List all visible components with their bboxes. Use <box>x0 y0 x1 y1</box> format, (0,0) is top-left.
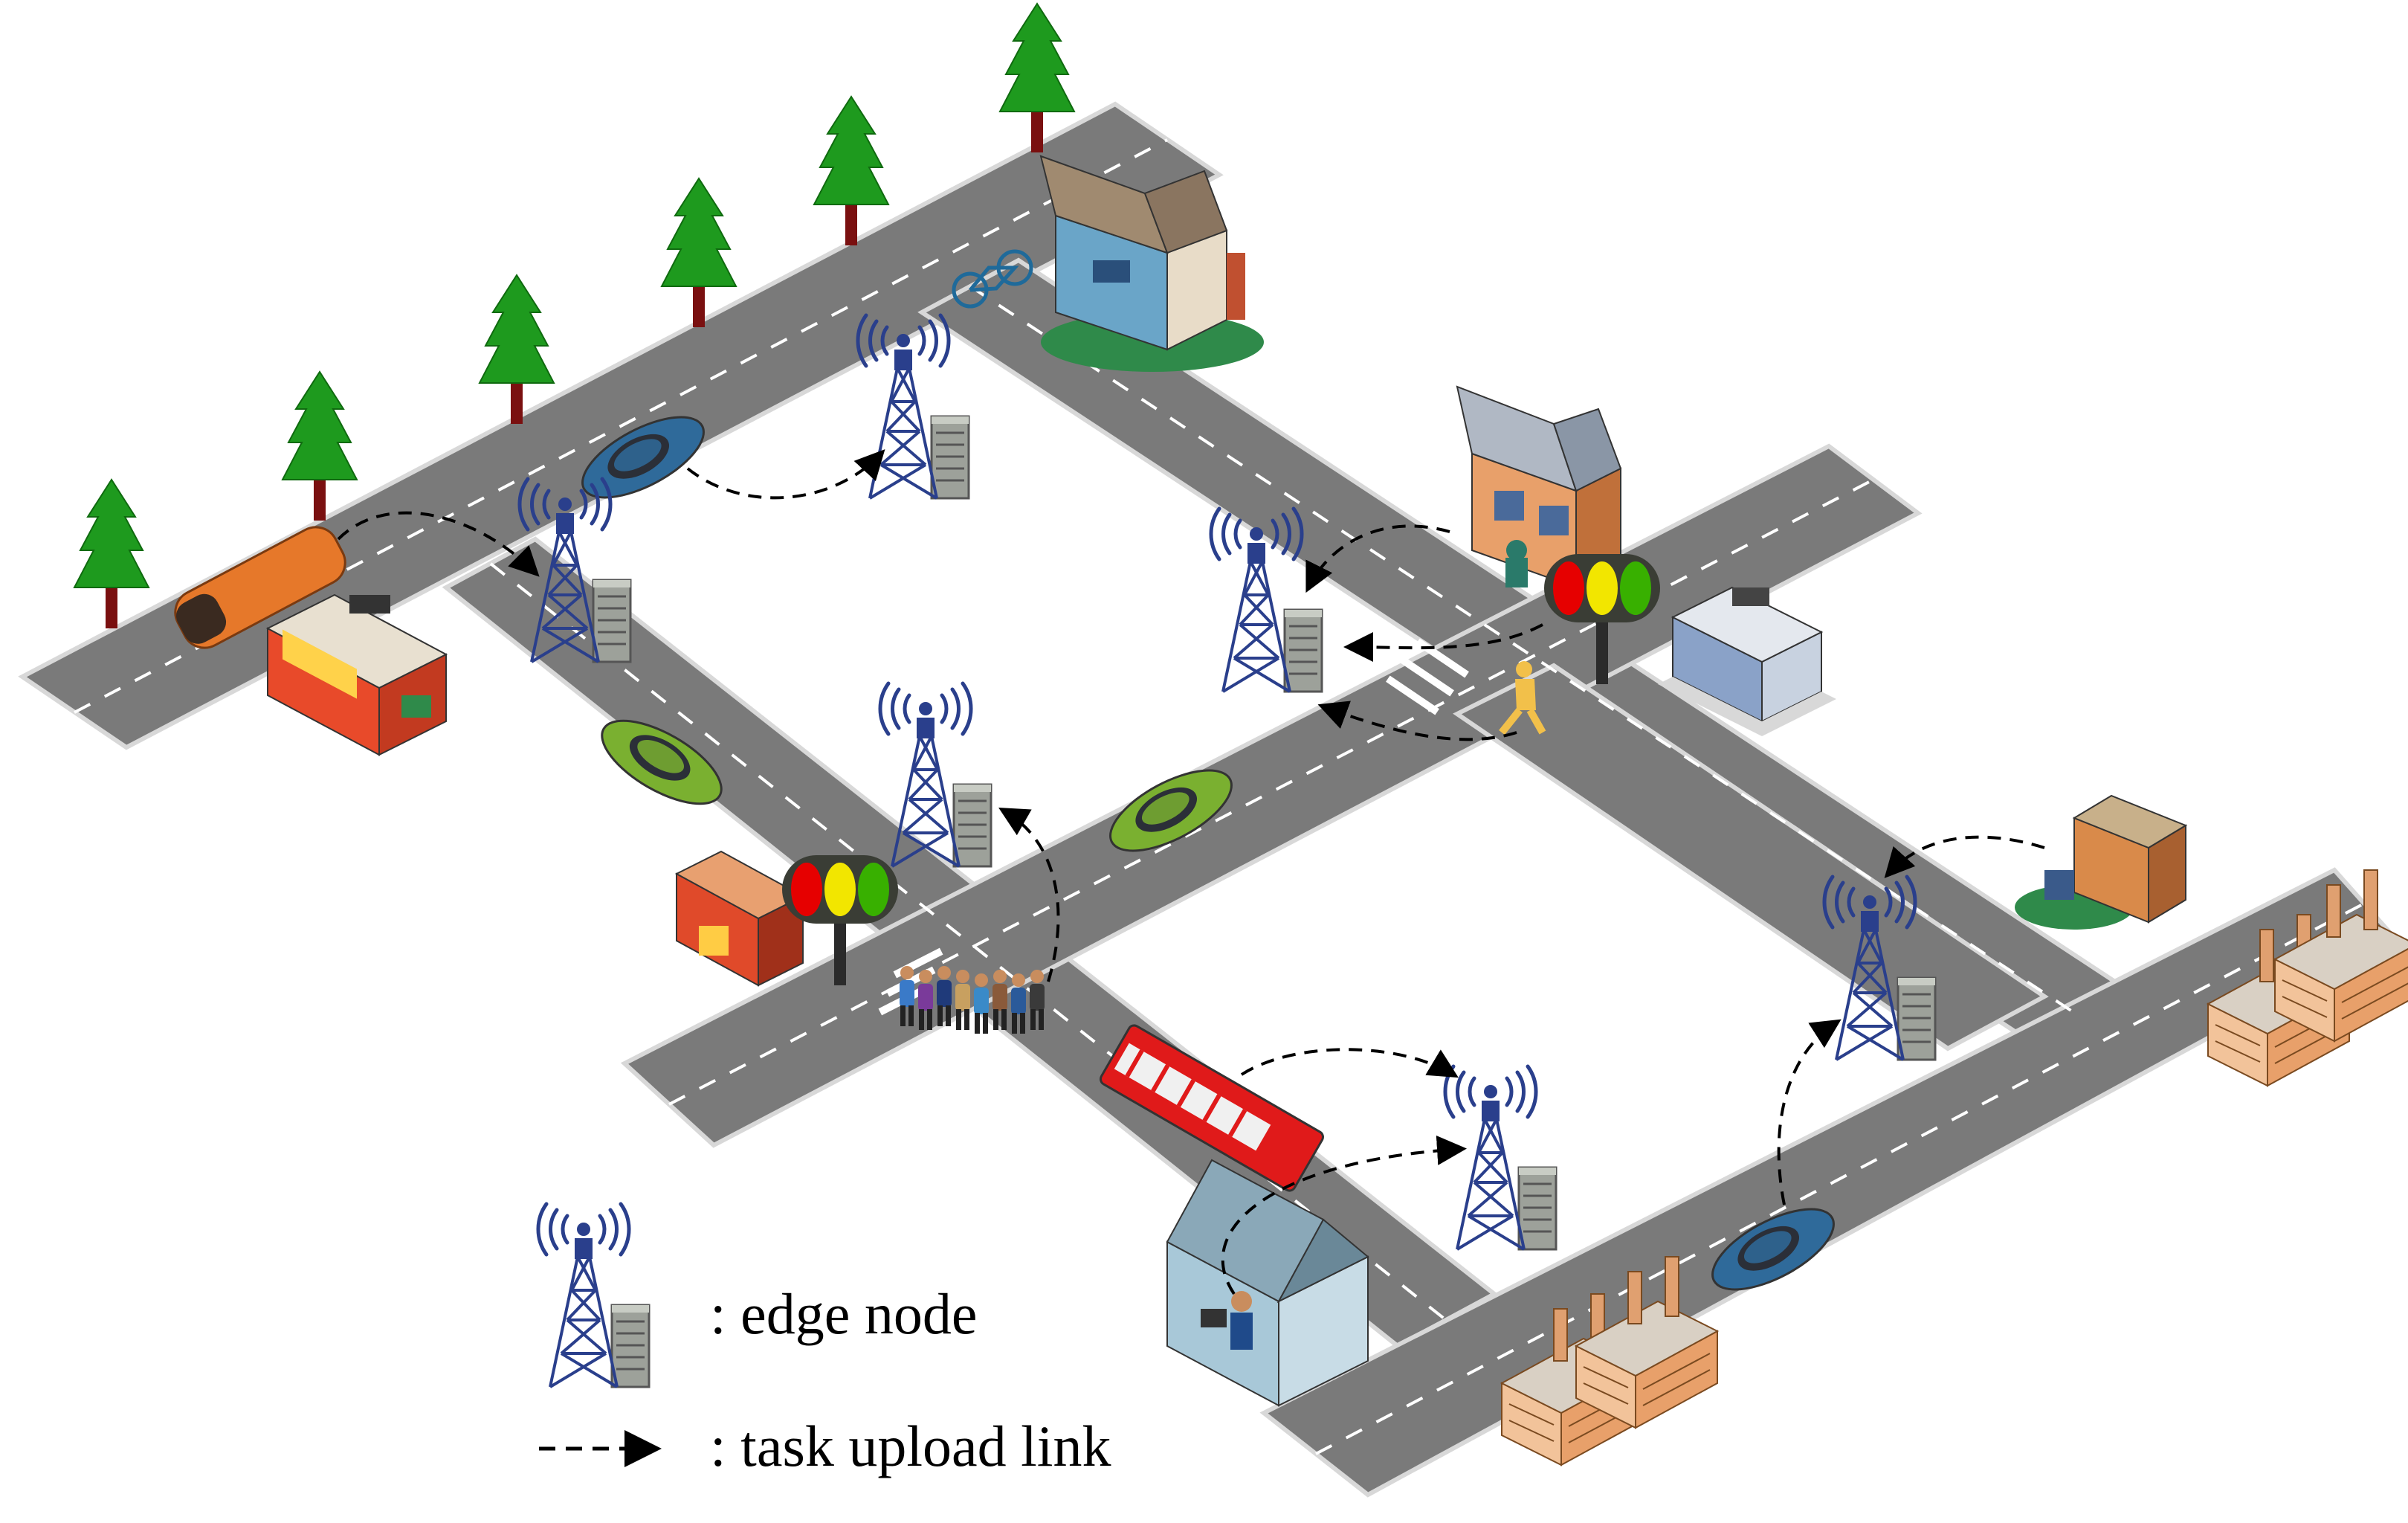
task-upload-links <box>337 449 2045 1295</box>
edge-node-icon <box>538 1204 649 1387</box>
task-link <box>686 449 885 500</box>
edge-node-icon <box>880 683 991 866</box>
task-link <box>337 511 540 577</box>
task-link <box>1884 835 2045 878</box>
fire-station-icon <box>674 850 805 987</box>
van-icon <box>174 526 346 649</box>
office-icon <box>1658 586 1836 736</box>
tree-icon <box>661 178 737 328</box>
edge-node-icon <box>1445 1066 1556 1249</box>
task-link <box>998 808 1060 982</box>
task-link <box>1305 524 1450 593</box>
home-office-icon <box>2015 794 2188 930</box>
tree-icon <box>74 479 149 629</box>
house-icon <box>1039 155 1264 372</box>
shop-icon <box>265 593 448 756</box>
fire-truck-icon <box>1100 1024 1324 1192</box>
tree-icon <box>282 371 358 521</box>
task-link <box>1343 623 1543 663</box>
task-link <box>1317 701 1517 741</box>
legend <box>538 1204 662 1467</box>
task-link <box>1777 1019 1841 1205</box>
task-link <box>1221 1136 1467 1295</box>
legend-task-link-label: : task upload link <box>710 1414 1111 1478</box>
bicycle-icon <box>952 249 1033 309</box>
legend-edge-node-label: : edge node <box>710 1281 978 1346</box>
tree-icon <box>813 96 889 246</box>
task-link <box>1240 1048 1459 1078</box>
home-office-icon <box>1166 1159 1369 1407</box>
pedestrian-icon <box>1499 661 1546 735</box>
